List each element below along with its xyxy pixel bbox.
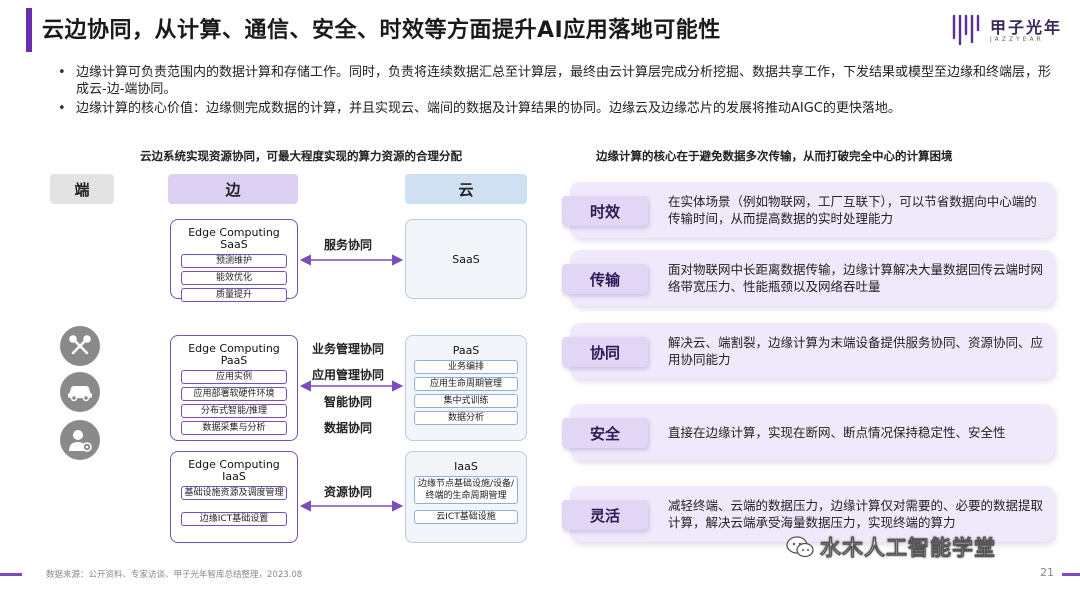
page-number: 21	[1040, 566, 1054, 579]
logo-text: 甲子光年	[990, 18, 1063, 37]
edge-paas-item: 分布式智能/推理	[181, 404, 287, 418]
page-title: 云边协同，从计算、通信、安全、时效等方面提升AI应用落地可能性	[42, 18, 721, 43]
user-gear-icon	[60, 420, 100, 460]
cloud-iaas-item: 云ICT基础设施	[414, 510, 518, 524]
edge-saas-item: 质量提升	[181, 288, 287, 302]
feature-card-flexibility: 灵活 减轻终端、云端的数据压力，边缘计算仅对需要的、必要的数据提取计算，解决云端…	[562, 486, 1054, 542]
logo-mark-icon	[952, 14, 980, 46]
link-label-service: 服务协同	[324, 238, 373, 252]
watermark-text: 水木人工智能学堂	[820, 536, 996, 561]
cloud-paas-title: PaaS	[452, 344, 480, 357]
link-label-business: 业务管理协同	[312, 342, 385, 356]
feature-card-timeliness: 时效 在实体场景（例如物联网，工厂互联下），可以节省数据向中心端的传输时间，从而…	[562, 182, 1054, 238]
link-label-data: 数据协同	[324, 421, 373, 435]
cloud-iaas-item: 边缘节点基础设施/设备/终端的生命周期管理	[414, 476, 518, 504]
wechat-icon	[786, 536, 814, 558]
cloud-paas-item: 数据分析	[414, 411, 518, 425]
feature-tag: 传输	[562, 264, 648, 294]
column-header-duan: 端	[50, 174, 114, 204]
feature-tag: 时效	[562, 196, 648, 226]
cloud-saas-box: SaaS	[405, 219, 527, 299]
feature-text: 面对物联网中长距离数据传输，边缘计算解决大量数据回传云端时网络带宽压力、性能瓶颈…	[668, 262, 1044, 294]
edge-iaas-box: Edge Computing IaaS 基础设施资源及调度管理 边缘ICT基础设…	[170, 451, 298, 543]
edge-iaas-item: 基础设施资源及调度管理	[181, 486, 287, 500]
link-label-resource: 资源协同	[324, 485, 373, 499]
link-label-intelligence: 智能协同	[324, 395, 373, 409]
link-label-application: 应用管理协同	[312, 368, 385, 382]
footer-source: 数据来源：公开资料、专家访谈、甲子光年智库总结整理，2023.08	[46, 570, 303, 580]
tools-icon	[60, 326, 100, 366]
cloud-paas-item: 应用生命周期管理	[414, 377, 518, 391]
feature-card-transmission: 传输 面对物联网中长距离数据传输，边缘计算解决大量数据回传云端时网络带宽压力、性…	[562, 250, 1054, 306]
logo-subtext: JAZZYEAR	[990, 36, 1044, 43]
feature-tag: 安全	[562, 418, 648, 448]
edge-paas-title: Edge Computing PaaS	[188, 342, 280, 367]
left-subtitle: 云边系统实现资源协同，可最大程度实现的算力资源的合理分配	[140, 149, 462, 163]
cloud-iaas-box: IaaS 边缘节点基础设施/设备/终端的生命周期管理 云ICT基础设施	[405, 451, 527, 543]
feature-text: 减轻终端、云端的数据压力，边缘计算仅对需要的、必要的数据提取计算，解决云端承受海…	[668, 498, 1044, 530]
edge-saas-box: Edge Computing SaaS 预测维护 能效优化 质量提升	[170, 219, 298, 302]
edge-iaas-title: Edge Computing IaaS	[188, 458, 280, 483]
feature-card-collaboration: 协同 解决云、端割裂，边缘计算为末端设备提供服务协同、资源协同、应用协同能力	[562, 323, 1054, 379]
edge-paas-box: Edge Computing PaaS 应用实例 应用部署软硬件环境 分布式智能…	[170, 335, 298, 441]
feature-text: 在实体场景（例如物联网，工厂互联下），可以节省数据向中心端的传输时间，从而提高数…	[668, 194, 1037, 226]
feature-text: 直接在边缘计算，实现在断网、断点情况保持稳定性、安全性	[668, 424, 1006, 440]
footer-accent-left	[0, 573, 22, 576]
bullet-item: 边缘计算的核心价值：边缘侧完成数据的计算，并且实现云、端间的数据及计算结果的协同…	[58, 100, 1058, 117]
feature-tag: 协同	[562, 337, 648, 367]
edge-saas-title: Edge Computing SaaS	[188, 226, 280, 251]
footer-accent-right	[1062, 573, 1080, 576]
edge-paas-item: 应用部署软硬件环境	[181, 387, 287, 401]
edge-saas-item: 能效优化	[181, 271, 287, 285]
cloud-paas-item: 集中式训练	[414, 394, 518, 408]
cloud-paas-item: 业务编排	[414, 360, 518, 374]
feature-tag: 灵活	[562, 500, 648, 530]
bullet-item: 边缘计算可负责范围内的数据计算和存储工作。同时，负责将连续数据汇总至计算层，最终…	[58, 64, 1058, 98]
feature-text: 解决云、端割裂，边缘计算为末端设备提供服务协同、资源协同、应用协同能力	[668, 335, 1044, 367]
title-accent-bar	[26, 8, 32, 52]
edge-saas-item: 预测维护	[181, 254, 287, 268]
column-header-bian: 边	[168, 174, 298, 204]
intro-bullets: 边缘计算可负责范围内的数据计算和存储工作。同时，负责将连续数据汇总至计算层，最终…	[58, 64, 1058, 119]
cloud-paas-box: PaaS 业务编排 应用生命周期管理 集中式训练 数据分析	[405, 335, 527, 441]
edge-iaas-item: 边缘ICT基础设置	[181, 512, 287, 526]
cloud-saas-title: SaaS	[452, 252, 480, 266]
car-icon	[60, 372, 100, 412]
brand-logo: 甲子光年 JAZZYEAR	[950, 10, 1070, 50]
watermark: 水木人工智能学堂	[786, 532, 996, 562]
edge-paas-item: 数据采集与分析	[181, 421, 287, 435]
cloud-iaas-title: IaaS	[454, 460, 478, 473]
column-header-yun: 云	[405, 174, 527, 204]
right-subtitle: 边缘计算的核心在于避免数据多次传输，从而打破完全中心的计算困境	[596, 149, 953, 163]
edge-paas-item: 应用实例	[181, 370, 287, 384]
feature-card-security: 安全 直接在边缘计算，实现在断网、断点情况保持稳定性、安全性	[562, 404, 1054, 460]
